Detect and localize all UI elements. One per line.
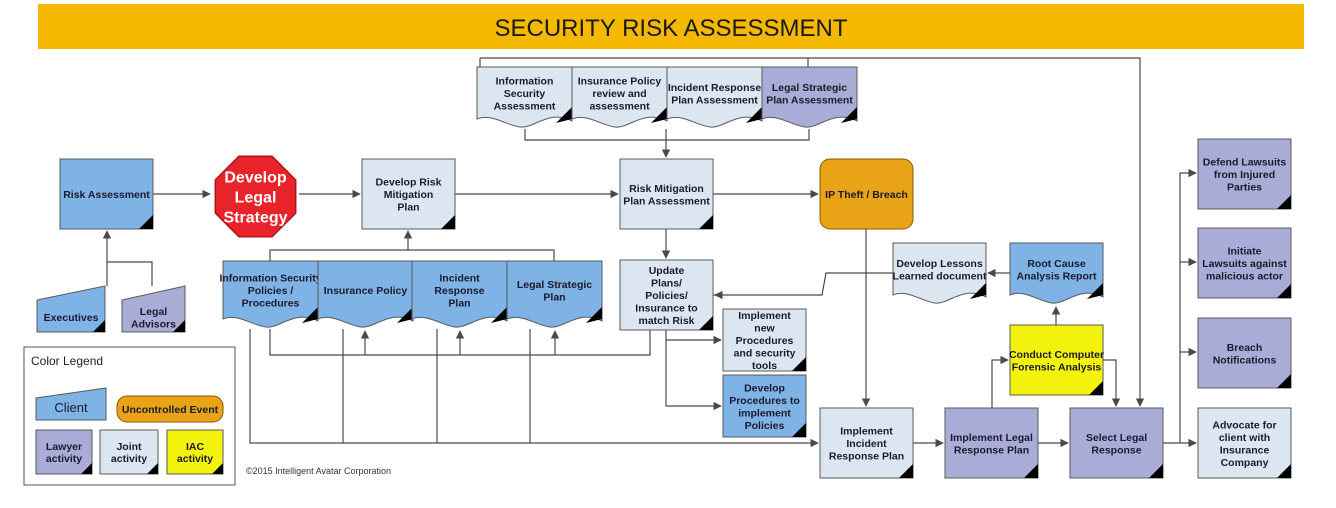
connector-line — [480, 57, 809, 67]
svg-text:Uncontrolled Event: Uncontrolled Event — [122, 404, 219, 416]
executives-label: Executives — [44, 312, 99, 324]
executives-node: Executives — [36, 285, 106, 333]
connector-line — [269, 249, 555, 261]
connector-line — [1103, 359, 1121, 407]
risk-assessment-node: Risk Assessment — [59, 158, 154, 230]
connector-line — [991, 355, 1009, 408]
risk-assessment-label: Risk Assessment — [63, 189, 150, 201]
connector-line — [524, 129, 810, 141]
connector-line — [249, 329, 819, 448]
legend-title: Color Legend — [31, 354, 103, 368]
legend-uncontrolled: Uncontrolled Event — [116, 395, 224, 423]
ip-theft-breach-label: IP Theft / Breach — [825, 189, 908, 201]
connector-line — [1179, 168, 1197, 443]
connectors — [102, 57, 1197, 448]
copyright: ©2015 Intelligent Avatar Corporation — [246, 466, 391, 476]
insurance-policy-node: Insurance Policy — [317, 260, 414, 328]
connector-line — [106, 261, 153, 286]
title-banner — [38, 4, 1304, 49]
connector-line — [714, 272, 893, 300]
legend-client: Client — [35, 387, 107, 421]
connector-line — [808, 57, 1145, 407]
insurance-policy-label: Insurance Policy — [324, 285, 408, 297]
connector-line — [665, 330, 722, 345]
ip-theft-breach-node: IP Theft / Breach — [819, 158, 914, 230]
connector-line — [665, 340, 722, 411]
svg-text:Client: Client — [54, 400, 88, 415]
page-title: SECURITY RISK ASSESSMENT — [495, 15, 848, 42]
